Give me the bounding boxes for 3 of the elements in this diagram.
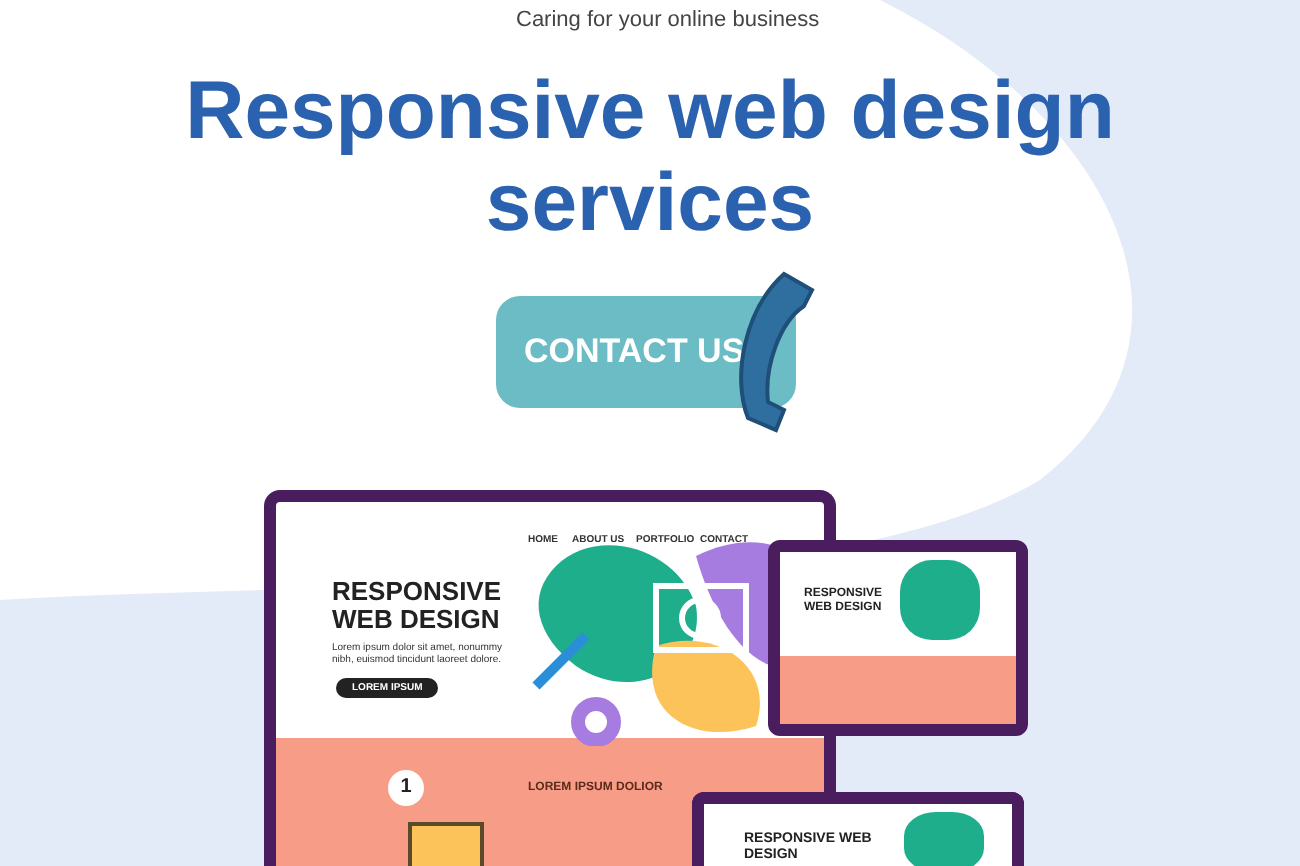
hero-heading: RESPONSIVE WEB DESIGN [332, 578, 504, 634]
page-title: Responsive web design services [183, 64, 1117, 248]
tagline: Caring for your online business [516, 8, 820, 32]
